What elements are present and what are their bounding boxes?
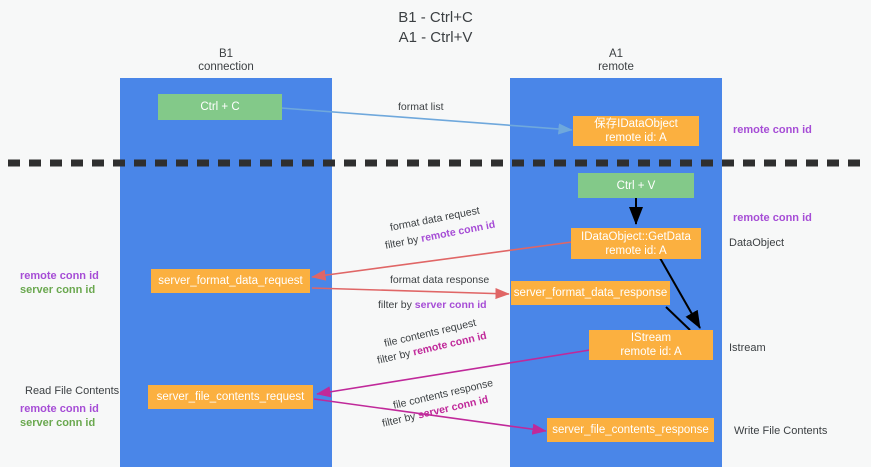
- title-line-2: A1 - Ctrl+V: [398, 29, 473, 46]
- node-idataobject-getdata[interactable]: IDataObject::GetData remote id: A: [571, 228, 701, 259]
- annotation-left-remote-conn-id-mid: remote conn id: [20, 270, 99, 282]
- node-server-file-contents-request-label: server_file_contents_request: [156, 391, 305, 403]
- node-server-file-contents-response[interactable]: server_file_contents_response: [547, 418, 714, 442]
- page-title: B1 - Ctrl+C A1 - Ctrl+V: [0, 8, 871, 48]
- node-idataobject-getdata-line2: remote id: A: [605, 244, 667, 257]
- edge-label-format-list: format list: [398, 101, 444, 113]
- annotation-right-write-file-contents: Write File Contents: [734, 425, 828, 437]
- annotation-left-server-conn-id-bottom: server conn id: [20, 417, 96, 429]
- annotation-right-dataobject: DataObject: [729, 237, 785, 249]
- node-server-format-data-response[interactable]: server_format_data_response: [511, 281, 670, 305]
- annotation-left-remote-conn-id-bottom: remote conn id: [20, 403, 99, 415]
- node-server-format-data-response-label: server_format_data_response: [513, 287, 668, 299]
- annotation-right-istream: Istream: [729, 342, 766, 354]
- filter-prefix: filter by: [378, 299, 415, 311]
- annotation-left-read-file-contents: Read File Contents: [25, 385, 120, 397]
- node-istream-line1: IStream: [630, 332, 672, 344]
- lane-header-a1-name: A1: [608, 48, 624, 60]
- annotation-right-remote-conn-id-mid: remote conn id: [733, 212, 812, 224]
- node-istream-line2: remote id: A: [620, 346, 682, 358]
- node-server-file-contents-request[interactable]: server_file_contents_request: [148, 385, 313, 409]
- node-ctrl-v[interactable]: Ctrl + V: [578, 173, 694, 198]
- node-ctrl-v-label: Ctrl + V: [616, 179, 656, 192]
- edge-label-format-data-response: format data response: [390, 274, 490, 286]
- node-save-idataobject[interactable]: 保存IDataObject remote id: A: [573, 116, 699, 146]
- title-line-1: B1 - Ctrl+C: [398, 9, 473, 26]
- node-server-format-data-request[interactable]: server_format_data_request: [151, 269, 310, 293]
- annotation-right-remote-conn-id-top: remote conn id: [733, 124, 812, 136]
- node-idataobject-getdata-line1: IDataObject::GetData: [581, 230, 691, 243]
- node-save-idataobject-line2: remote id: A: [605, 132, 667, 144]
- lane-header-b1-name: B1: [218, 48, 234, 60]
- lane-header-b1-sub: connection: [198, 61, 254, 73]
- node-server-file-contents-response-label: server_file_contents_response: [552, 424, 709, 436]
- node-istream[interactable]: IStream remote id: A: [589, 330, 713, 360]
- node-server-format-data-request-label: server_format_data_request: [158, 275, 303, 287]
- lane-header-a1: A1 remote: [510, 48, 722, 74]
- lane-header-a1-sub: remote: [598, 61, 634, 73]
- node-ctrl-c[interactable]: Ctrl + C: [158, 94, 282, 120]
- node-save-idataobject-line1: 保存IDataObject: [594, 118, 678, 130]
- annotation-left-server-conn-id-mid: server conn id: [20, 284, 96, 296]
- lane-header-b1: B1 connection: [120, 48, 332, 74]
- edge-label-format-data-response-filter: filter by server conn id: [378, 299, 487, 312]
- filter-key-server-conn-id: server conn id: [414, 299, 487, 311]
- node-ctrl-c-label: Ctrl + C: [200, 101, 240, 113]
